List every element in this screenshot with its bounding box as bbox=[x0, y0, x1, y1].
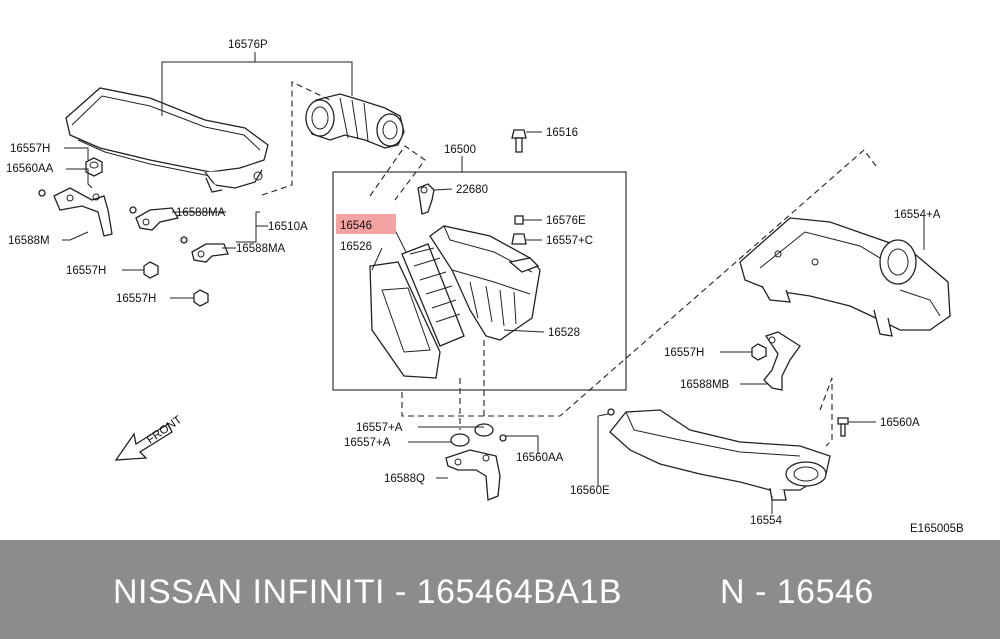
label-16560E: 16560E bbox=[570, 485, 610, 497]
label-16554A: 16554+A bbox=[894, 209, 941, 221]
left-brackets bbox=[38, 157, 229, 307]
diagram-code: E165005B bbox=[910, 523, 964, 535]
air-filter-element bbox=[401, 243, 465, 347]
highlight-box bbox=[336, 214, 396, 234]
bracket-16588Q bbox=[445, 423, 507, 501]
label-16576P: 16576P bbox=[228, 39, 268, 51]
label-16557H-d: 16557H bbox=[664, 347, 704, 359]
bracket-16588MB bbox=[751, 331, 801, 391]
label-16546: 16546 bbox=[340, 220, 372, 232]
label-16588MA-a: 16588MA bbox=[176, 207, 226, 219]
resonator-16554A bbox=[739, 217, 951, 337]
label-16588MB: 16588MB bbox=[680, 379, 730, 391]
label-16526: 16526 bbox=[340, 241, 372, 253]
bolt-16516 bbox=[511, 129, 527, 153]
part-labels: 16576P 16557H 16560AA 16588M 16588MA 165… bbox=[6, 39, 964, 535]
part-reference: N - 16546 bbox=[720, 573, 874, 611]
label-16576E: 16576E bbox=[546, 215, 586, 227]
label-16510A: 16510A bbox=[268, 221, 308, 233]
label-16588M: 16588M bbox=[8, 235, 50, 247]
front-label: FRONT bbox=[145, 414, 184, 447]
label-16557C: 16557+C bbox=[546, 235, 593, 247]
label-16588Q: 16588Q bbox=[384, 473, 425, 485]
front-direction-arrow: FRONT bbox=[114, 414, 184, 461]
lower-case-16526 bbox=[369, 261, 441, 379]
label-16500: 16500 bbox=[444, 144, 476, 156]
label-16588MA-b: 16588MA bbox=[236, 243, 286, 255]
sensor-22680 bbox=[417, 183, 435, 215]
label-16560A: 16560A bbox=[880, 417, 920, 429]
air-cleaner-cover bbox=[65, 87, 269, 193]
part-title: NISSAN INFINITI - 165464BA1B bbox=[113, 573, 623, 611]
label-16557H-c: 16557H bbox=[116, 293, 156, 305]
label-16528: 16528 bbox=[548, 327, 580, 339]
leader-lines bbox=[62, 52, 925, 514]
label-16560AA-a: 16560AA bbox=[6, 163, 54, 175]
label-16554: 16554 bbox=[750, 515, 783, 527]
label-22680: 22680 bbox=[456, 184, 488, 196]
label-16557H-a: 16557H bbox=[10, 143, 50, 155]
air-cleaner-assembly-box bbox=[332, 171, 627, 391]
footer-banner: NISSAN INFINITI - 165464BA1B N - 16546 bbox=[0, 540, 1000, 639]
lower-duct-16554 bbox=[607, 408, 831, 501]
label-16557A-b: 16557+A bbox=[344, 437, 391, 449]
label-16557A-a: 16557+A bbox=[356, 422, 403, 434]
label-16557H-b: 16557H bbox=[66, 265, 106, 277]
dashed-guides bbox=[261, 81, 877, 447]
clip-16576E bbox=[511, 215, 527, 245]
air-duct-hose bbox=[305, 93, 405, 149]
label-16516: 16516 bbox=[546, 127, 578, 139]
air-cleaner-housing bbox=[429, 225, 541, 341]
label-16560AA-b: 16560AA bbox=[516, 452, 564, 464]
parts-diagram: FRONT 16576P 16557H 16560AA 16588M 16588… bbox=[6, 39, 964, 535]
bolt-16560A bbox=[837, 417, 849, 437]
